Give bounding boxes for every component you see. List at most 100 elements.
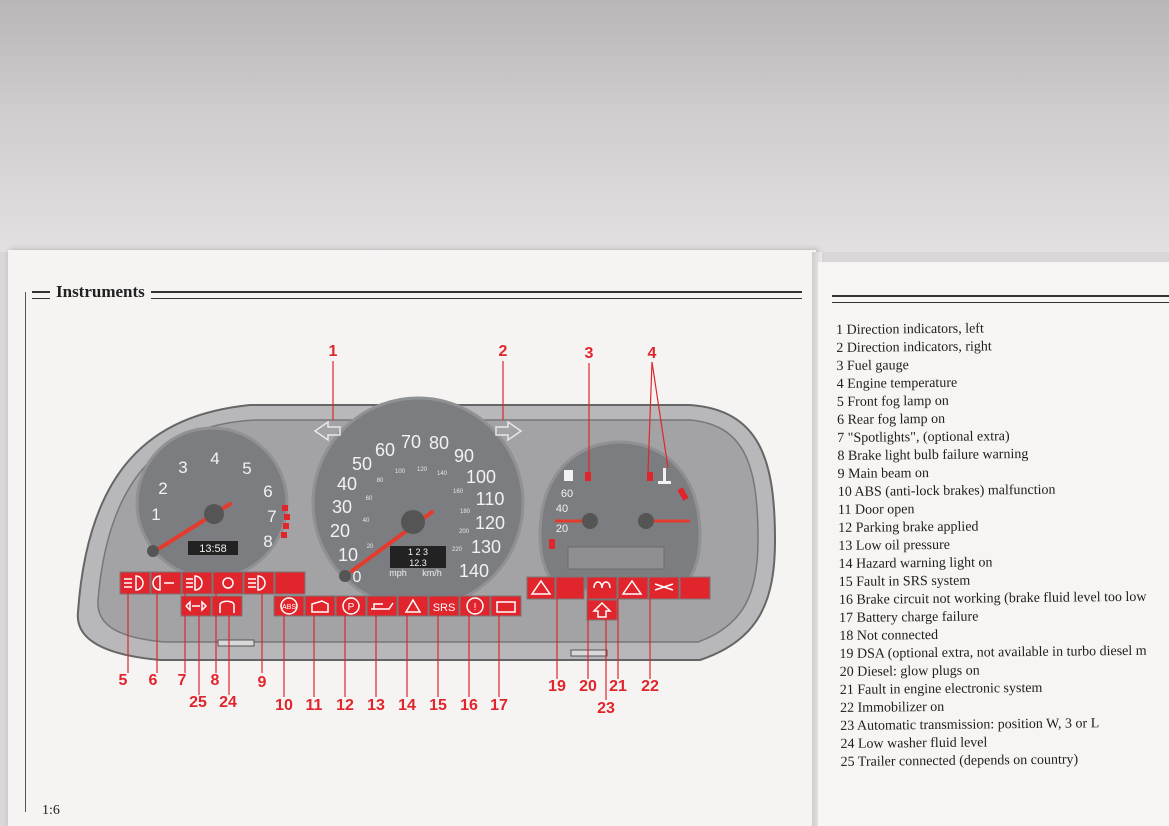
tach-hub bbox=[204, 504, 224, 524]
coolant-icon bbox=[658, 468, 671, 484]
section-heading: Instruments bbox=[32, 282, 802, 303]
clock-display bbox=[188, 541, 238, 555]
blank-lamp-right bbox=[679, 576, 711, 600]
callout-11: 11 bbox=[305, 697, 323, 714]
mph-label: 110 bbox=[476, 489, 505, 509]
heading-rule bbox=[32, 291, 802, 299]
glow-plug-icon bbox=[593, 581, 611, 589]
tach-label: 8 bbox=[263, 532, 272, 551]
callout-24: 24 bbox=[219, 694, 237, 711]
main-beam-lamp bbox=[243, 571, 275, 595]
speedo-hub bbox=[401, 510, 425, 534]
tach-label: 1 bbox=[151, 505, 160, 524]
callout-7: 7 bbox=[177, 672, 187, 689]
speedo-zero: 0 bbox=[353, 569, 362, 586]
immobilizer-icon bbox=[654, 583, 674, 591]
mph-label: 140 bbox=[459, 561, 489, 581]
temp-label: 40 bbox=[556, 503, 568, 515]
tach-label: 4 bbox=[210, 449, 219, 468]
parking-brake-icon-ring bbox=[342, 597, 360, 615]
callout-2: 2 bbox=[498, 343, 508, 360]
kmh-label: 100 bbox=[395, 469, 406, 475]
immobilizer-lamp bbox=[648, 576, 680, 600]
mph-label: 20 bbox=[330, 521, 350, 541]
door-open-lamp bbox=[304, 595, 336, 617]
kmh-label: 220 bbox=[452, 547, 463, 553]
tach-label: 7 bbox=[267, 507, 276, 526]
right-indicator-icon bbox=[495, 420, 523, 442]
speedo-kmh-labels: 20 40 60 80 100 120 140 160 180 200 220 bbox=[363, 467, 471, 553]
callout-15: 15 bbox=[429, 697, 447, 714]
blank-lamp bbox=[274, 571, 306, 595]
callout-6: 6 bbox=[148, 672, 158, 689]
warning-strip-top-icons bbox=[124, 575, 674, 595]
spotlights-icon bbox=[186, 575, 203, 591]
callout-13: 13 bbox=[367, 697, 385, 714]
trip-reset-knob bbox=[217, 639, 255, 647]
brake-bulb-icon bbox=[222, 577, 234, 589]
callout-23: 23 bbox=[597, 700, 615, 717]
warning-strip-bottom-icons: ABS P SRS ! bbox=[184, 597, 612, 618]
kmh-label: 40 bbox=[363, 518, 370, 524]
right-heading-rule bbox=[832, 295, 1169, 303]
tach-label: 5 bbox=[242, 459, 251, 478]
callout-22: 22 bbox=[641, 678, 659, 695]
front-fog-lamp bbox=[119, 571, 151, 595]
book-spine bbox=[812, 252, 822, 826]
scan-background bbox=[0, 0, 1169, 252]
manual-page-right bbox=[818, 262, 1169, 826]
callout-10: 10 bbox=[275, 697, 293, 714]
callout-lines bbox=[127, 361, 669, 700]
engine-fault-lamp bbox=[617, 576, 649, 600]
callout-5: 5 bbox=[118, 672, 128, 689]
brake-circuit-lamp bbox=[459, 595, 491, 617]
hazard-lamp bbox=[397, 595, 429, 617]
front-fog-icon bbox=[124, 575, 144, 591]
mph-label: 30 bbox=[332, 497, 352, 517]
temp-label: 20 bbox=[556, 523, 568, 535]
tach-label: 3 bbox=[178, 458, 187, 477]
warning-strip-bottom bbox=[180, 595, 618, 621]
kmh-label: 120 bbox=[417, 467, 428, 473]
kmh-label: 80 bbox=[377, 478, 384, 484]
odometer-trip: 12.3 bbox=[409, 558, 427, 568]
engine-fault-icon bbox=[621, 579, 643, 595]
parking-brake-lamp bbox=[335, 595, 367, 617]
main-beam-icon bbox=[248, 575, 266, 591]
temp-red-mark bbox=[677, 487, 689, 501]
abs-lamp bbox=[273, 595, 305, 617]
battery-lamp bbox=[490, 595, 522, 617]
spotlights-lamp bbox=[181, 571, 213, 595]
callout-25: 25 bbox=[189, 694, 207, 711]
speedo-pivot bbox=[339, 570, 351, 582]
srs-lamp bbox=[428, 595, 460, 617]
kmh-label: 180 bbox=[460, 509, 471, 515]
auto-transmission-lamp bbox=[586, 599, 618, 621]
temp-hub bbox=[638, 513, 654, 529]
abs-label: ABS bbox=[282, 604, 296, 611]
tach-label: 2 bbox=[158, 479, 167, 498]
fuel-empty-mark bbox=[549, 539, 555, 549]
rear-fog-icon bbox=[152, 575, 174, 591]
skid-lamp bbox=[555, 576, 585, 600]
callout-21: 21 bbox=[609, 678, 627, 695]
callout-19: 19 bbox=[548, 678, 566, 695]
tach-label: 6 bbox=[263, 482, 272, 501]
temp-high-lamp bbox=[647, 472, 653, 481]
page-number: 1:6 bbox=[42, 803, 60, 818]
oil-can-icon bbox=[371, 602, 394, 610]
brake-bulb-lamp bbox=[212, 571, 244, 595]
mph-label: 50 bbox=[352, 454, 372, 474]
mph-label: 130 bbox=[471, 537, 501, 557]
callout-16: 16 bbox=[460, 697, 478, 714]
kmh-label: 20 bbox=[367, 544, 374, 550]
tach-redline bbox=[281, 505, 290, 538]
temp-label: 60 bbox=[561, 488, 573, 500]
tach-pivot bbox=[147, 545, 159, 557]
unit-mph: mph bbox=[389, 568, 407, 578]
callout-14: 14 bbox=[398, 697, 416, 714]
kmh-label: 160 bbox=[453, 489, 464, 495]
clock-time: 13:58 bbox=[199, 543, 227, 555]
hazard-icon bbox=[404, 598, 422, 613]
